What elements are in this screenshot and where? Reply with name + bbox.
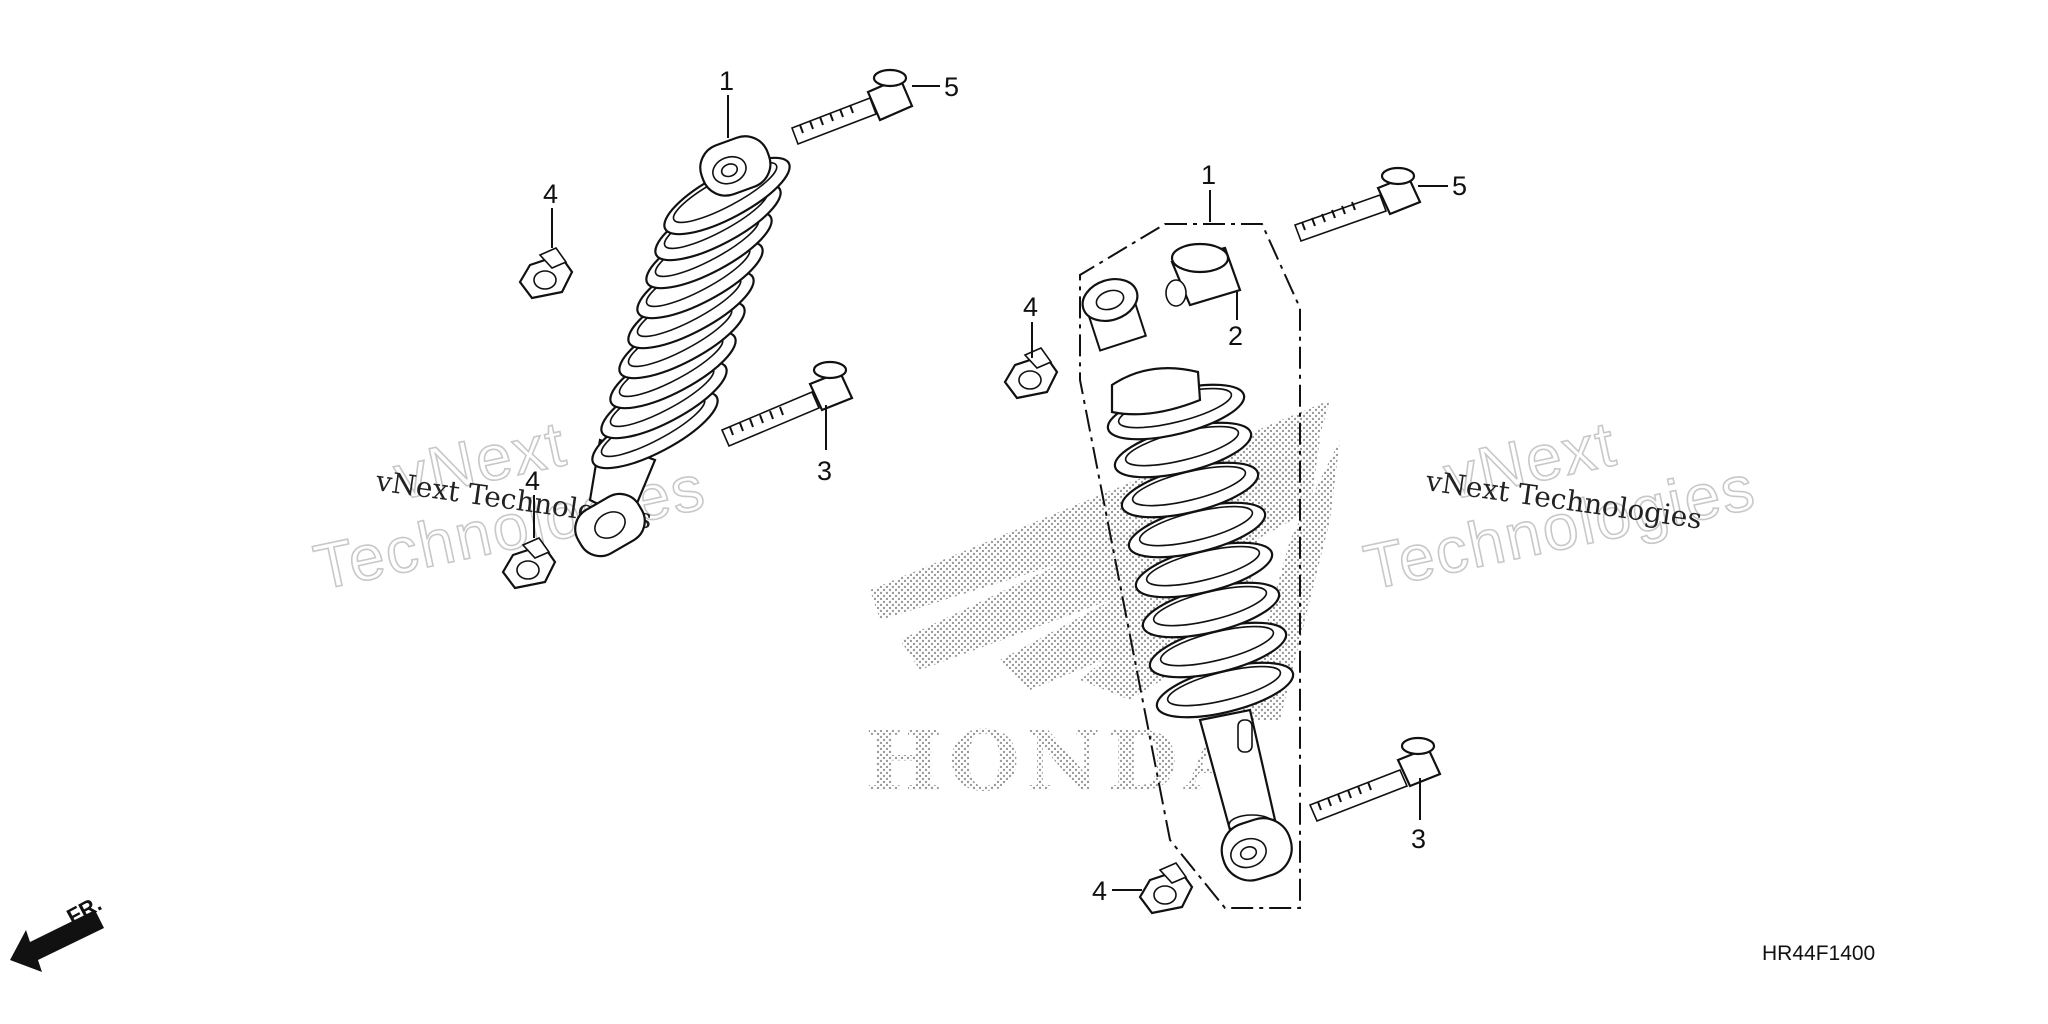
- right-shock-absorber: [1081, 278, 1300, 882]
- left-bolt-5: [790, 68, 914, 146]
- callout-right-nut-lower: 4: [1092, 876, 1107, 906]
- right-shock-outline: [1079, 223, 1301, 909]
- honda-logo-text: HONDA: [865, 714, 1254, 810]
- callout-left-bolt-top: 5: [944, 72, 959, 102]
- callout-left-nut-lower: 4: [525, 466, 540, 496]
- callout-right-nut-top: 4: [1023, 292, 1038, 322]
- callout-right-bolt-lower: 3: [1411, 824, 1426, 854]
- callout-right-bushing: 2: [1228, 321, 1243, 351]
- callout-left-bolt-lower: 3: [817, 456, 832, 486]
- left-shock-absorber: [574, 135, 801, 558]
- callout-left-shock: 1: [719, 66, 734, 96]
- watermark-right: vNext Technologies vNext Technologies: [1357, 406, 1762, 604]
- right-bolt-5: [1293, 166, 1422, 243]
- right-callouts: 1 2 5 4 3 4: [1023, 160, 1467, 906]
- left-nut-top: [518, 247, 574, 300]
- diagram-code: HR44F1400: [1762, 942, 1875, 965]
- callout-right-shock: 1: [1201, 160, 1216, 190]
- front-direction-arrow: FR.: [10, 891, 106, 972]
- callout-left-nut-top: 4: [543, 179, 558, 209]
- left-nut-lower: [501, 537, 557, 590]
- left-callouts: 1 5 4 3 4: [525, 66, 959, 538]
- callout-right-bolt-top: 5: [1452, 171, 1467, 201]
- right-bolt-3: [1308, 736, 1442, 823]
- left-bolt-3: [720, 360, 854, 448]
- right-nut-lower: [1138, 862, 1194, 915]
- right-bushing-2: [1165, 242, 1242, 307]
